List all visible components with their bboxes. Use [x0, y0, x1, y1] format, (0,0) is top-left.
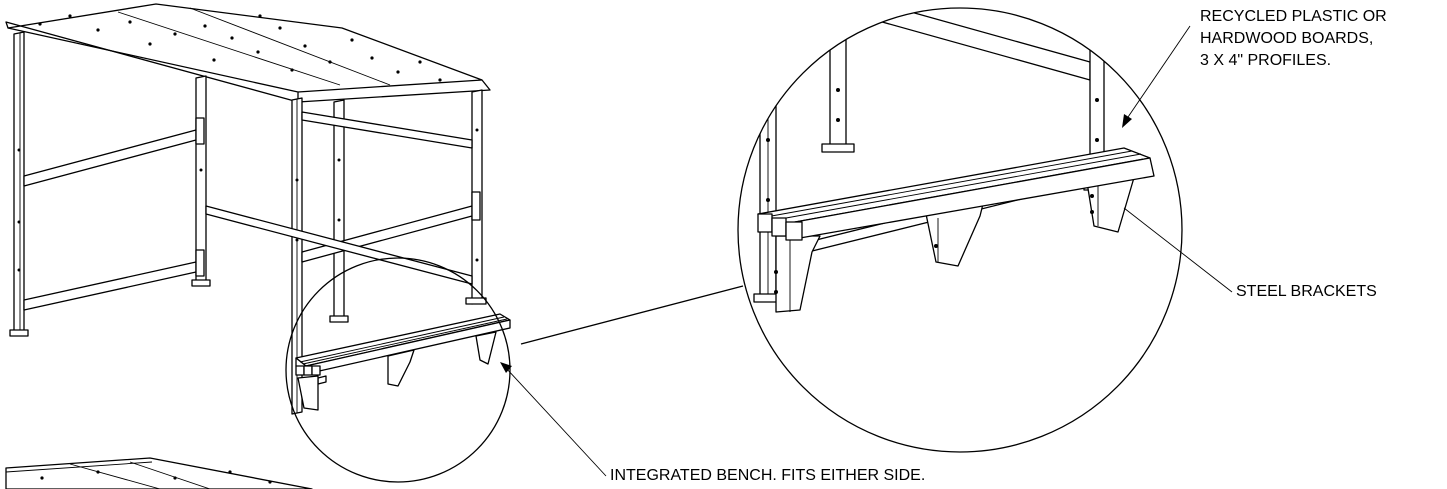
detail-circle-small	[285, 257, 511, 483]
detail-large-view	[753, 8, 1155, 313]
bracket-left	[775, 235, 821, 313]
callout-boards-line-2: HARDWOOD BOARDS,	[1200, 30, 1374, 47]
callout-brackets: STEEL BRACKETS	[1236, 283, 1377, 300]
callout-boards-line-1: RECYCLED PLASTIC OR	[1200, 8, 1387, 25]
leader-lines	[500, 25, 1233, 477]
detail-circle-large	[737, 7, 1183, 453]
shelter-lower-fragment	[5, 457, 313, 489]
shelter-main	[5, 3, 491, 415]
bench-large-seat	[757, 147, 1155, 241]
roof-fixings	[38, 14, 442, 82]
callout-boards-line-3: 3 X 4" PROFILES.	[1200, 52, 1332, 69]
callout-bench: INTEGRATED BENCH. FITS EITHER SIDE.	[610, 467, 926, 484]
bench-small	[295, 313, 511, 411]
shelter-roof	[5, 3, 491, 103]
detail-connector-line	[520, 285, 744, 345]
